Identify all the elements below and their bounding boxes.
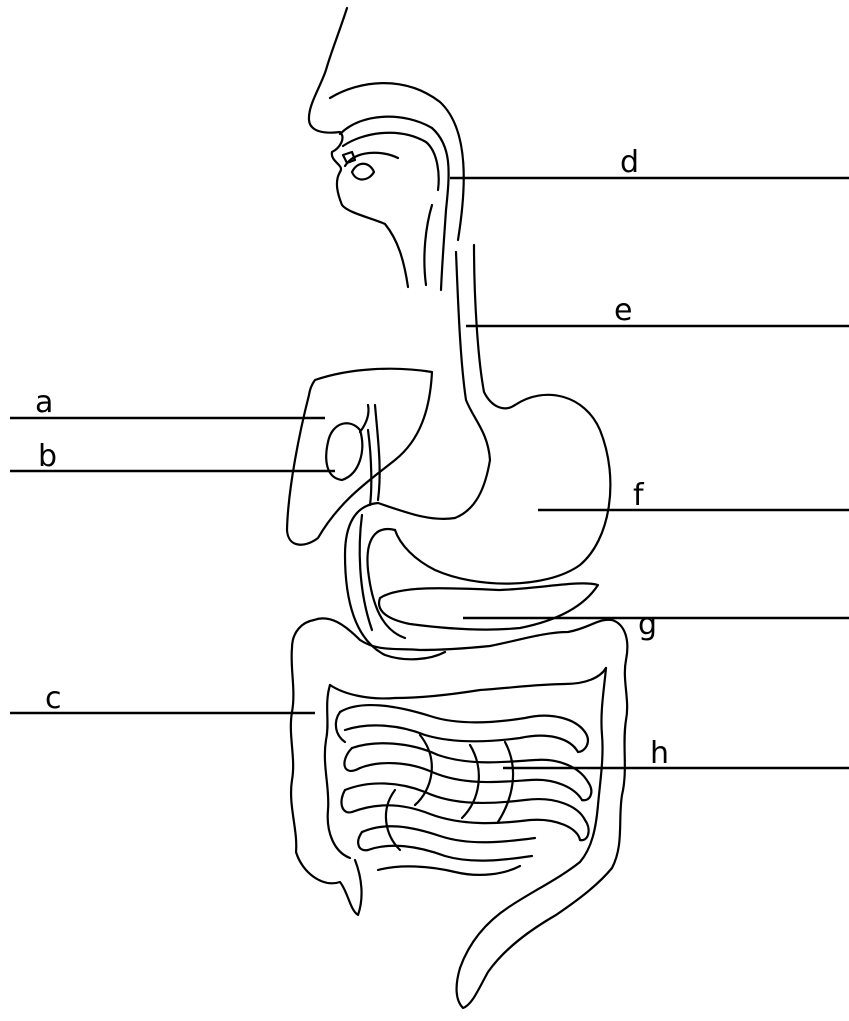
label-c: c <box>45 681 62 716</box>
label-g: g <box>638 607 657 642</box>
labels: a b c d e f g h <box>35 145 669 771</box>
label-a: a <box>35 385 53 420</box>
small-intestine <box>336 705 591 875</box>
liver <box>287 369 432 545</box>
label-f: f <box>633 478 645 513</box>
label-e: e <box>614 293 632 328</box>
label-b: b <box>38 439 57 474</box>
esophagus <box>456 245 515 460</box>
duodenum <box>345 503 445 659</box>
stomach <box>378 395 610 584</box>
bile-duct <box>360 405 380 505</box>
label-h: h <box>650 736 669 771</box>
leader-lines <box>10 178 849 768</box>
large-intestine <box>291 618 627 1008</box>
head-outline <box>309 8 464 290</box>
label-d: d <box>620 145 639 180</box>
pancreas <box>379 583 598 629</box>
